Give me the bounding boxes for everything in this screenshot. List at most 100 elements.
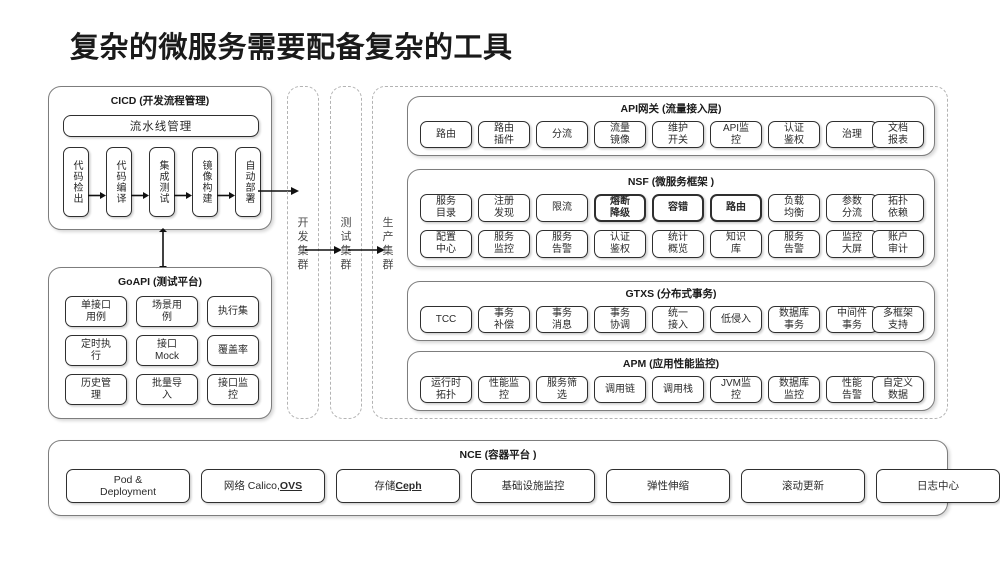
test-to-prod-cluster-arrow <box>348 244 386 256</box>
nce-item-log-center[interactable]: 日志中心 <box>876 469 1000 503</box>
apm-item-jvm-monitoring[interactable]: JVM监 控 <box>710 376 762 403</box>
nsf-item-rate-limit[interactable]: 限流 <box>536 194 588 222</box>
apm-panel: APM (应用性能监控) 运行时 拓扑 性能监 控 服务筛 选 调用链 调用栈 … <box>407 351 935 411</box>
apm-item-call-stack[interactable]: 调用栈 <box>652 376 704 403</box>
cluster-dev <box>287 86 319 419</box>
cicd-stage-code-checkout[interactable]: 代码检出 <box>63 147 89 217</box>
page-title: 复杂的微服务需要配备复杂的工具 <box>70 32 513 64</box>
nce-item-storage-ceph[interactable]: 存储 Ceph <box>336 469 460 503</box>
api-gateway-panel-title: API网关 (流量接入层) <box>620 103 722 115</box>
cluster-test <box>330 86 362 419</box>
gtxs-item-database-transaction[interactable]: 数据库 事务 <box>768 306 820 333</box>
nsf-panel: NSF (微服务框架 ) 服务 目录 注册 发现 限流 熔断 降级 容错 路由 … <box>407 169 935 267</box>
apm-panel-title: APM (应用性能监控) <box>622 358 720 370</box>
nce-item-storage-label: 存储 <box>374 480 396 492</box>
cluster-dev-label: 开发集群 <box>297 217 309 271</box>
api-gateway-item-doc-report[interactable]: 文档 报表 <box>872 121 924 148</box>
api-gateway-item-traffic-split[interactable]: 分流 <box>536 121 588 148</box>
cluster-prod-label: 生产集群 <box>382 217 394 271</box>
nsf-item-fault-tolerance[interactable]: 容错 <box>652 194 704 222</box>
goapi-item-batch-import[interactable]: 批量导 入 <box>136 374 198 405</box>
api-gateway-item-route[interactable]: 路由 <box>420 121 472 148</box>
nsf-item-param-split[interactable]: 参数 分流 <box>826 194 878 222</box>
integration-test-goapi-arrow <box>157 228 169 270</box>
nsf-panel-title: NSF (微服务框架 ) <box>627 176 715 188</box>
cicd-arrow-1 <box>88 191 107 200</box>
nce-item-infrastructure-monitoring[interactable]: 基础设施监控 <box>471 469 595 503</box>
cicd-arrow-4 <box>217 191 236 200</box>
nce-panel: NCE (容器平台 ) Pod & Deployment 网络 Calico, … <box>48 440 1000 516</box>
goapi-item-single-interface-case[interactable]: 单接口 用例 <box>65 296 127 327</box>
gtxs-item-middleware-transaction[interactable]: 中间件 事务 <box>826 306 878 333</box>
apm-item-service-filter[interactable]: 服务筛 选 <box>536 376 588 403</box>
nsf-item-monitoring-dashboard[interactable]: 监控 大屏 <box>826 230 878 258</box>
apm-item-performance-alarm[interactable]: 性能 告警 <box>826 376 878 403</box>
api-gateway-panel: API网关 (流量接入层) 路由 路由 插件 分流 流量 镜像 维护 开关 AP… <box>407 96 935 156</box>
goapi-item-scenario-case[interactable]: 场景用 例 <box>136 296 198 327</box>
api-gateway-item-auth[interactable]: 认证 鉴权 <box>768 121 820 148</box>
deploy-to-dev-cluster-arrow <box>258 185 300 197</box>
nce-item-pod-deployment[interactable]: Pod & Deployment <box>66 469 190 503</box>
gtxs-item-transaction-compensation[interactable]: 事务 补偿 <box>478 306 530 333</box>
goapi-item-execution-set[interactable]: 执行集 <box>207 296 259 327</box>
nsf-item-service-catalog[interactable]: 服务 目录 <box>420 194 472 222</box>
nce-item-rolling-update[interactable]: 滚动更新 <box>741 469 865 503</box>
cicd-stage-image-build[interactable]: 镜像构建 <box>192 147 218 217</box>
goapi-item-scheduled-execution[interactable]: 定时执 行 <box>65 335 127 366</box>
nsf-item-account-audit[interactable]: 账户 审计 <box>872 230 924 258</box>
gtxs-item-multi-framework-support[interactable]: 多框架 支持 <box>872 306 924 333</box>
apm-item-call-chain[interactable]: 调用链 <box>594 376 646 403</box>
nsf-item-statistics-overview[interactable]: 统计 概览 <box>652 230 704 258</box>
nsf-item-load-balance[interactable]: 负载 均衡 <box>768 194 820 222</box>
nsf-item-service-alarm-2[interactable]: 服务 告警 <box>768 230 820 258</box>
apm-item-performance-monitoring[interactable]: 性能监 控 <box>478 376 530 403</box>
cicd-arrow-3 <box>174 191 193 200</box>
nce-item-elastic-scaling[interactable]: 弹性伸缩 <box>606 469 730 503</box>
cicd-panel-title: CICD (开发流程管理) <box>110 95 210 107</box>
gtxs-item-low-intrusion[interactable]: 低侵入 <box>710 306 762 333</box>
cluster-prod <box>372 86 948 419</box>
nce-panel-title: NCE (容器平台 ) <box>459 449 537 461</box>
apm-item-custom-data[interactable]: 自定义 数据 <box>872 376 924 403</box>
nsf-item-topology-dependency[interactable]: 拓扑 依赖 <box>872 194 924 222</box>
goapi-item-history-management[interactable]: 历史管 理 <box>65 374 127 405</box>
nsf-item-config-center[interactable]: 配置 中心 <box>420 230 472 258</box>
nsf-item-circuit-breaker-degrade[interactable]: 熔断 降级 <box>594 194 646 222</box>
cicd-stage-integration-test[interactable]: 集成测试 <box>149 147 175 217</box>
nce-item-network-emphasis: OVS <box>279 480 303 492</box>
goapi-panel: GoAPI (测试平台) 单接口 用例 场景用 例 执行集 定时执 行 接口 M… <box>48 267 272 419</box>
gtxs-panel: GTXS (分布式事务) TCC 事务 补偿 事务 消息 事务 协调 统一 接入… <box>407 281 935 341</box>
goapi-item-interface-mock[interactable]: 接口 Mock <box>136 335 198 366</box>
api-gateway-item-route-plugin[interactable]: 路由 插件 <box>478 121 530 148</box>
gtxs-item-unified-access[interactable]: 统一 接入 <box>652 306 704 333</box>
cicd-arrow-2 <box>131 191 150 200</box>
cicd-panel: CICD (开发流程管理) 流水线管理 代码检出 代码编译 集成测试 镜像构建 … <box>48 86 272 230</box>
nce-item-network-calico-ovs[interactable]: 网络 Calico, OVS <box>201 469 325 503</box>
gtxs-item-transaction-coordination[interactable]: 事务 协调 <box>594 306 646 333</box>
apm-item-runtime-topology[interactable]: 运行时 拓扑 <box>420 376 472 403</box>
nsf-item-route[interactable]: 路由 <box>710 194 762 222</box>
nsf-item-service-alarm[interactable]: 服务 告警 <box>536 230 588 258</box>
nsf-item-knowledge-base[interactable]: 知识 库 <box>710 230 762 258</box>
cicd-stage-code-compile[interactable]: 代码编译 <box>106 147 132 217</box>
cicd-stage-auto-deploy[interactable]: 自动部署 <box>235 147 261 217</box>
goapi-item-interface-monitoring[interactable]: 接口监 控 <box>207 374 259 405</box>
nce-item-network-label: 网络 Calico, <box>223 480 280 492</box>
api-gateway-item-traffic-mirror[interactable]: 流量 镜像 <box>594 121 646 148</box>
nsf-item-registry-discovery[interactable]: 注册 发现 <box>478 194 530 222</box>
dev-to-test-cluster-arrow <box>305 244 343 256</box>
apm-item-database-monitoring[interactable]: 数据库 监控 <box>768 376 820 403</box>
nsf-item-service-monitoring[interactable]: 服务 监控 <box>478 230 530 258</box>
pipeline-management-bar[interactable]: 流水线管理 <box>63 115 259 137</box>
nce-item-storage-emphasis: Ceph <box>395 480 422 492</box>
goapi-item-coverage-rate[interactable]: 覆盖率 <box>207 335 259 366</box>
api-gateway-item-maintenance-switch[interactable]: 维护 开关 <box>652 121 704 148</box>
api-gateway-item-api-monitoring[interactable]: API监 控 <box>710 121 762 148</box>
api-gateway-item-governance[interactable]: 治理 <box>826 121 878 148</box>
gtxs-panel-title: GTXS (分布式事务) <box>625 288 717 300</box>
gtxs-item-tcc[interactable]: TCC <box>420 306 472 333</box>
nsf-item-auth[interactable]: 认证 鉴权 <box>594 230 646 258</box>
goapi-panel-title: GoAPI (测试平台) <box>118 276 202 288</box>
cluster-test-label: 测试集群 <box>340 217 352 271</box>
gtxs-item-transaction-message[interactable]: 事务 消息 <box>536 306 588 333</box>
